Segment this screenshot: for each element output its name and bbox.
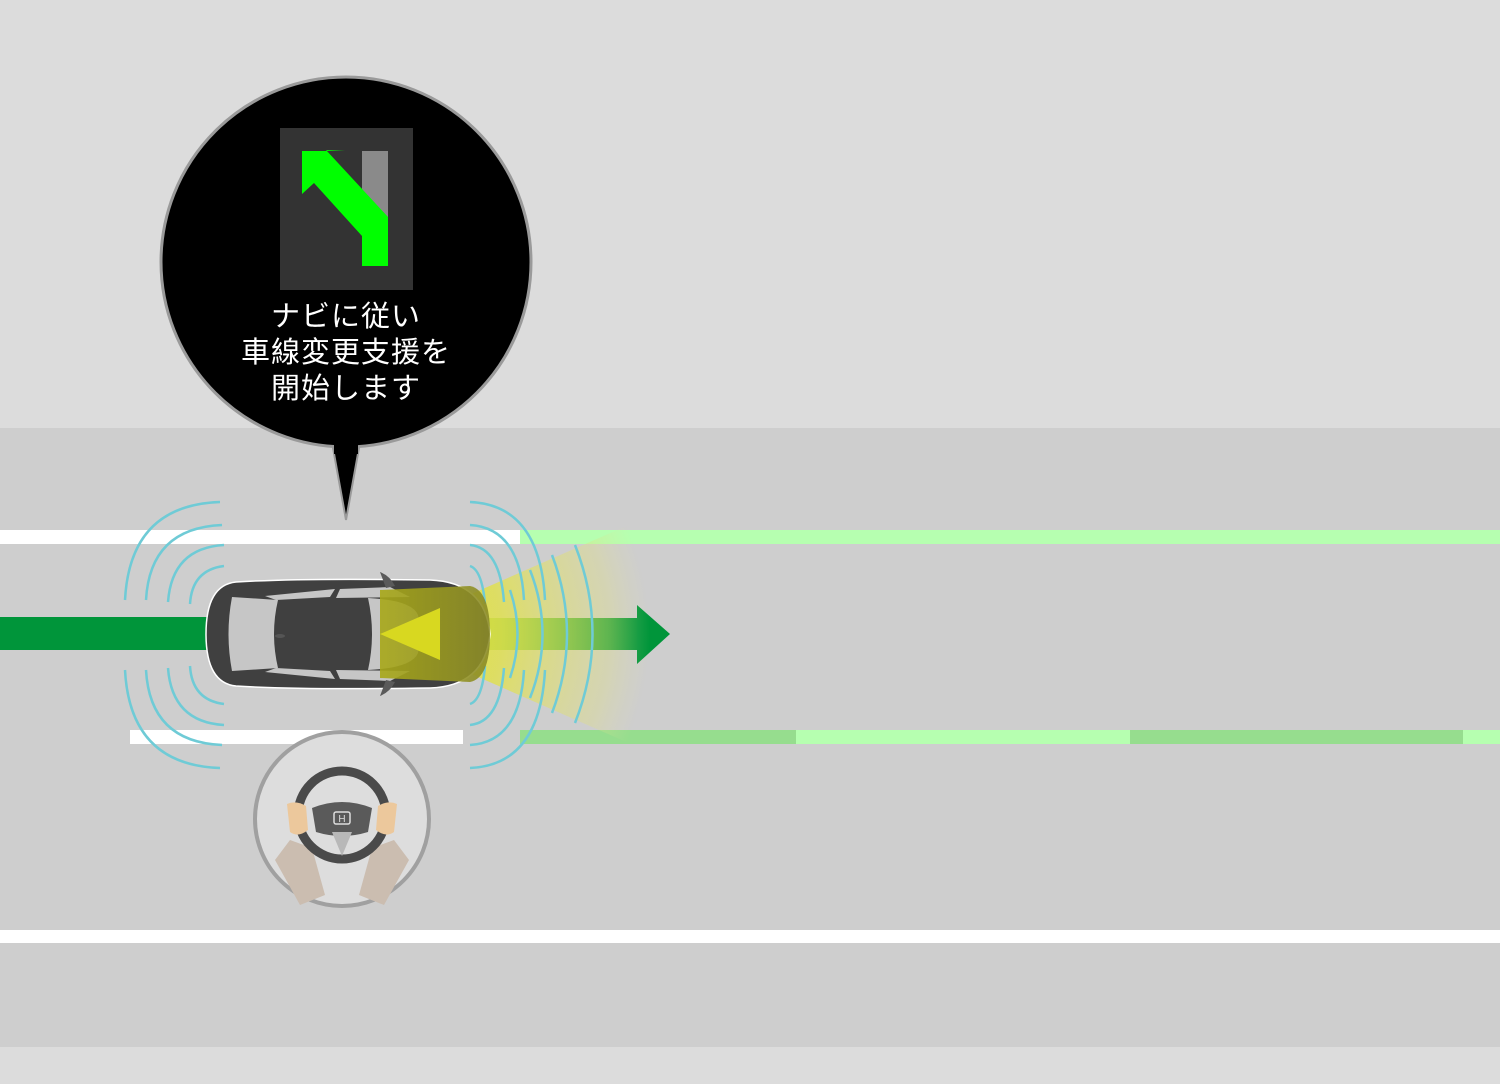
front-radar-waves-bottom (469, 665, 547, 770)
lane-line-top-white (0, 530, 520, 544)
front-radar-waves-top (469, 500, 547, 605)
hands-on-steering-wheel-icon: H (253, 730, 431, 908)
car-top-view-icon (205, 572, 491, 696)
lane-line-bottom-white-dash (130, 730, 463, 744)
lane-line-top-green (520, 530, 1500, 544)
callout-line-1: ナビに従い (270, 299, 421, 333)
callout-message: ナビに従い 車線変更支援を 開始します (180, 298, 512, 406)
callout-line-2: 車線変更支援を (240, 335, 451, 369)
lane-change-left-arrow-icon (280, 128, 413, 290)
front-camera-cone (380, 520, 660, 748)
svg-text:H: H (338, 814, 345, 825)
rear-radar-waves-top (123, 500, 225, 605)
lane-line-bottom-green-dashed (520, 730, 1500, 744)
planned-path-rear (0, 617, 215, 650)
callout-line-3: 開始します (270, 371, 421, 405)
rear-radar-waves-bottom (123, 665, 225, 770)
road-edge-line (0, 930, 1500, 943)
front-radar-waves-forward (508, 544, 594, 724)
